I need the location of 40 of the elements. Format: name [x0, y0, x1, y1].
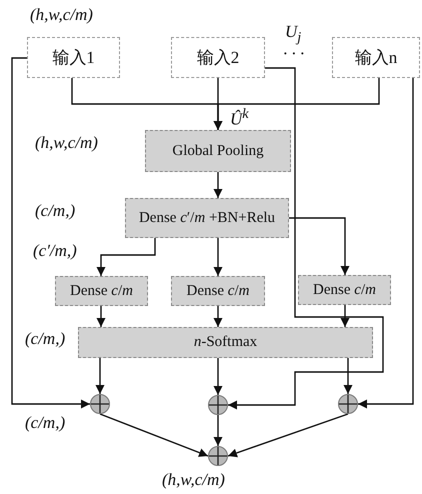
sum-circle	[208, 395, 228, 415]
layer-box: Dense c′/m +BN+Relu	[125, 198, 289, 238]
sum-circle	[90, 394, 110, 414]
sum-circle	[338, 394, 358, 414]
arrow	[289, 217, 350, 275]
arrow	[96, 238, 156, 276]
input-box: 输入n	[332, 37, 420, 78]
shape-label: (c′/m,)	[33, 241, 77, 261]
arrow	[96, 358, 104, 394]
shape-label: (h,w,c/m)	[35, 133, 98, 153]
arrow	[214, 172, 222, 198]
arrow	[358, 78, 414, 408]
arrow	[214, 238, 222, 276]
arrow	[214, 358, 222, 395]
layer-box: n-Softmax	[78, 327, 373, 358]
layer-box: Dense c/m	[298, 275, 391, 305]
input-box: 输入2	[171, 37, 265, 78]
shape-label: U$_{j}$	[285, 22, 302, 46]
arrow	[100, 413, 208, 457]
arrow	[96, 306, 106, 327]
arrow	[214, 415, 222, 446]
shape-label: (c/m,)	[35, 201, 76, 221]
arrow	[214, 306, 222, 327]
sum-circle	[208, 446, 228, 466]
shape-label: Û$^{k}$	[230, 106, 249, 130]
shape-label: (h,w,c/m)	[162, 470, 225, 490]
arrow	[340, 305, 350, 327]
input-box: 输入1	[27, 37, 120, 78]
layer-box: Global Pooling	[145, 130, 291, 172]
layer-box: Dense c/m	[55, 276, 148, 306]
arrow	[228, 67, 384, 410]
shape-label: (c/m,)	[25, 329, 66, 349]
shape-label: · · ·	[283, 44, 304, 64]
arrow	[228, 413, 348, 458]
arrow	[344, 358, 352, 394]
arrow	[11, 57, 90, 408]
shape-label: (h,w,c/m)	[30, 5, 93, 25]
shape-label: (c/m,)	[25, 413, 66, 433]
layer-box: Dense c/m	[171, 276, 265, 306]
arrow	[214, 78, 380, 130]
